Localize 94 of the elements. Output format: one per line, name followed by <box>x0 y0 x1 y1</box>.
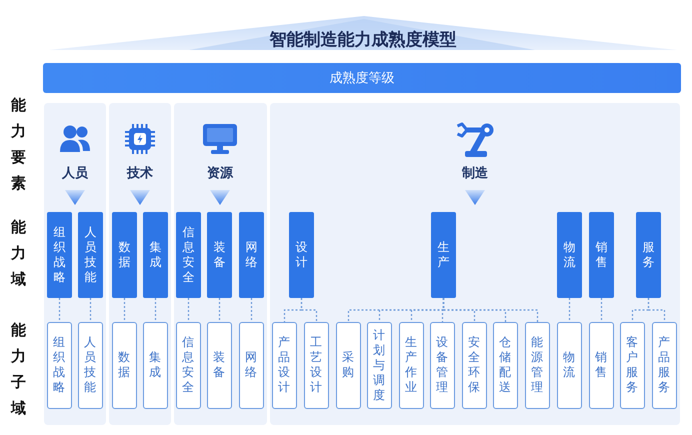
subdomain-box <box>430 322 455 409</box>
subdomain-box <box>367 322 392 409</box>
subdomain-box <box>525 322 550 409</box>
subdomain-box <box>399 322 424 409</box>
connector-line <box>218 298 220 322</box>
band-label: 成熟度等级 <box>330 70 394 86</box>
connector-line <box>250 298 252 322</box>
subdomain-box <box>176 322 201 409</box>
subdomain-box <box>78 322 103 409</box>
down-arrow <box>465 190 485 205</box>
subdomain-label: 人员技能 <box>84 335 96 395</box>
subdomain-box <box>462 322 487 409</box>
element-label: 制造 <box>462 166 488 181</box>
domain-label: 设计 <box>296 240 308 270</box>
element-panel <box>109 103 171 425</box>
connector-line <box>188 298 190 322</box>
domain-label: 集成 <box>150 240 162 270</box>
subdomain-label: 计划与调度 <box>373 328 385 402</box>
subdomain-label: 设备管理 <box>436 335 448 395</box>
domain-label: 物流 <box>564 240 576 270</box>
subdomain-label: 生产作业 <box>405 335 417 395</box>
subdomain-label: 集成 <box>149 350 161 380</box>
connector-line <box>300 298 318 322</box>
subdomain-box <box>557 322 582 409</box>
subdomain-box <box>620 322 645 409</box>
element-panel <box>44 103 106 425</box>
subdomain-box <box>143 322 168 409</box>
subdomain-label: 组织战略 <box>53 335 65 395</box>
subdomain-label: 信息安全 <box>182 335 194 395</box>
subdomain-label: 安全环保 <box>468 335 480 395</box>
domain-label: 网络 <box>246 240 258 270</box>
domain-box <box>589 212 614 298</box>
element-label: 人员 <box>62 166 88 181</box>
domain-label: 数据 <box>118 240 130 270</box>
subdomain-box <box>207 322 232 409</box>
domain-box <box>47 212 72 298</box>
element-label: 技术 <box>127 166 153 181</box>
element-panel <box>174 103 267 425</box>
domain-label: 信息安全 <box>182 225 194 285</box>
subdomain-label: 销售 <box>595 350 607 380</box>
subdomain-label: 采购 <box>342 350 354 380</box>
subdomain-label: 物流 <box>563 350 575 380</box>
element-label: 资源 <box>207 166 233 181</box>
row-label: 能力域 <box>11 217 26 290</box>
subdomain-box <box>272 322 297 409</box>
domain-box <box>78 212 103 298</box>
domain-label: 人员技能 <box>84 225 96 285</box>
subdomain-label: 工艺设计 <box>310 335 322 395</box>
down-arrow <box>65 190 85 205</box>
subdomain-label: 装备 <box>213 350 225 380</box>
subdomain-label: 数据 <box>118 350 130 380</box>
connector-line <box>648 298 666 322</box>
row-label: 能力要素 <box>11 95 26 194</box>
down-arrow <box>210 190 230 205</box>
subdomain-label: 产品服务 <box>658 335 670 395</box>
connector-line <box>442 298 538 322</box>
down-arrow <box>130 190 150 205</box>
domain-box <box>176 212 201 298</box>
subdomain-label: 能源管理 <box>531 335 543 395</box>
level-band <box>43 63 681 93</box>
domain-label: 服务 <box>642 240 654 270</box>
connector-line <box>600 298 602 322</box>
domain-box <box>143 212 168 298</box>
domain-box <box>207 212 232 298</box>
subdomain-label: 产品设计 <box>278 335 290 395</box>
row-label: 能力子域 <box>11 320 26 419</box>
subdomain-box <box>493 322 518 409</box>
connector-line <box>58 298 60 322</box>
connector-line <box>568 298 570 322</box>
subdomain-box <box>47 322 72 409</box>
domain-box <box>112 212 137 298</box>
domain-box <box>289 212 314 298</box>
subdomain-label: 网络 <box>245 350 257 380</box>
domain-label: 装备 <box>214 240 226 270</box>
element-panel <box>270 103 680 425</box>
connector-line <box>90 298 92 322</box>
domain-box <box>557 212 582 298</box>
domain-label: 组织战略 <box>54 225 66 285</box>
domain-box <box>636 212 661 298</box>
subdomain-box <box>336 322 361 409</box>
domain-label: 生产 <box>438 240 450 270</box>
domain-box <box>239 212 264 298</box>
connector-line <box>154 298 156 322</box>
subdomain-label: 仓储配送 <box>499 335 511 395</box>
subdomain-box <box>239 322 264 409</box>
diagram-title: 智能制造能力成熟度模型 <box>270 30 456 50</box>
connector-line <box>124 298 126 322</box>
domain-box <box>431 212 456 298</box>
subdomain-box <box>112 322 137 409</box>
subdomain-box <box>304 322 329 409</box>
domain-label: 销售 <box>596 240 608 270</box>
subdomain-box <box>589 322 614 409</box>
subdomain-box <box>652 322 677 409</box>
subdomain-label: 客户服务 <box>626 335 638 395</box>
